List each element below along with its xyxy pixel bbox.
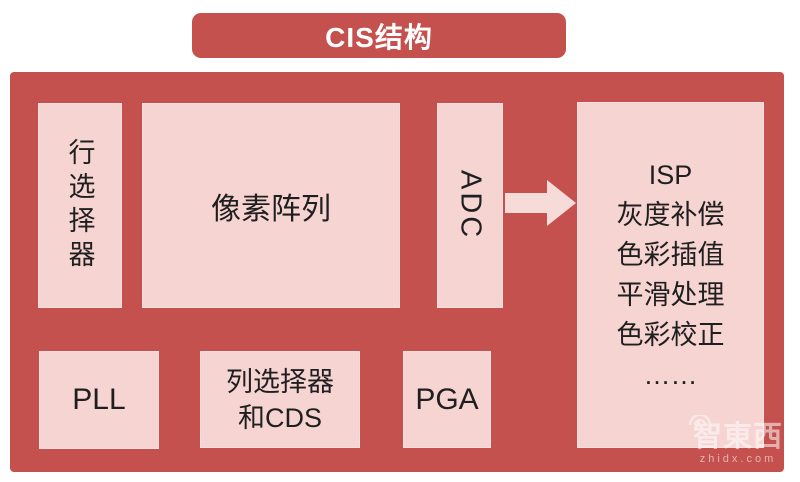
- isp-line-ellipsis: ……: [643, 360, 698, 390]
- arrow-right-icon: [505, 180, 576, 226]
- isp-line: 灰度补偿: [616, 200, 725, 230]
- block-adc: ADC: [437, 103, 503, 308]
- watermark-url: zhidx.com: [699, 453, 777, 465]
- block-pixel-array: 像素阵列: [142, 103, 400, 308]
- cis-container: 行选择器 像素阵列 ADC ISP 灰度补偿 色彩插值 平滑处理 色彩校正 ………: [10, 72, 784, 472]
- isp-line: ISP: [648, 160, 693, 190]
- block-pga: PGA: [403, 351, 491, 448]
- col-selector-line1: 列选择器: [226, 366, 334, 397]
- diagram-title: CIS结构: [325, 21, 433, 53]
- block-col-selector-cds: 列选择器 和CDS: [200, 351, 360, 448]
- isp-line: 色彩插值: [616, 240, 725, 270]
- watermark: 智東西 zhidx.com: [684, 413, 792, 465]
- col-selector-line2: 和CDS: [237, 402, 322, 433]
- wifi-icon: [689, 415, 711, 427]
- block-row-selector: 行选择器: [38, 103, 122, 308]
- watermark-logo: 智東西: [692, 421, 783, 453]
- block-isp: ISP 灰度补偿 色彩插值 平滑处理 色彩校正 ……: [577, 102, 764, 448]
- diagram-title-bar: CIS结构: [192, 13, 566, 58]
- isp-line: 平滑处理: [616, 280, 725, 310]
- isp-line: 色彩校正: [616, 320, 725, 350]
- block-pll: PLL: [39, 351, 159, 449]
